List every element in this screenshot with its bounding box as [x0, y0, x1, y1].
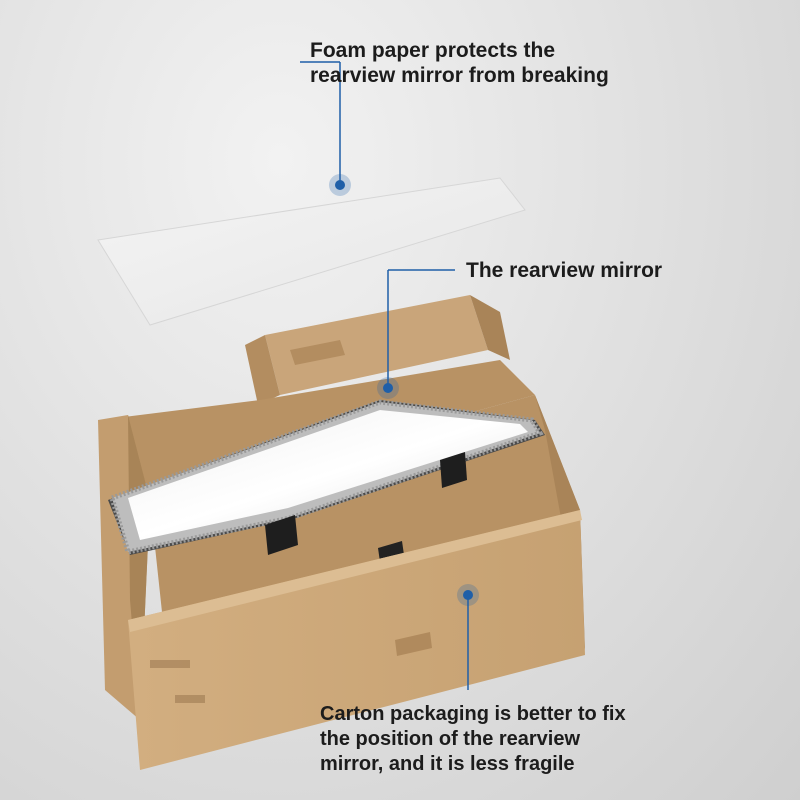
rearview-mirror	[108, 399, 545, 555]
callout-marker-carton	[457, 584, 479, 606]
callout-mirror-text: The rearview mirror	[466, 258, 766, 283]
callout-marker-foam	[329, 174, 351, 196]
callout-carton-text: Carton packaging is better to fix the po…	[320, 702, 780, 777]
callout-carton-line-2: the position of the rearview	[320, 728, 581, 750]
callout-carton-line-3: mirror, and it is less fragile	[320, 753, 575, 775]
carton-lid	[245, 295, 510, 405]
callout-mirror-line-1: The rearview mirror	[466, 259, 663, 282]
callout-foam-line-2: rearview mirror from breaking	[310, 64, 609, 88]
callout-foam-line-1: Foam paper protects the	[310, 39, 556, 62]
foam-sheet	[97, 177, 526, 326]
callout-lines	[300, 61, 469, 690]
callout-foam-text: Foam paper protects the rearview mirror …	[310, 38, 690, 88]
callout-marker-mirror	[377, 377, 399, 399]
callout-carton-line-1: Carton packaging is better to fix	[320, 703, 626, 725]
